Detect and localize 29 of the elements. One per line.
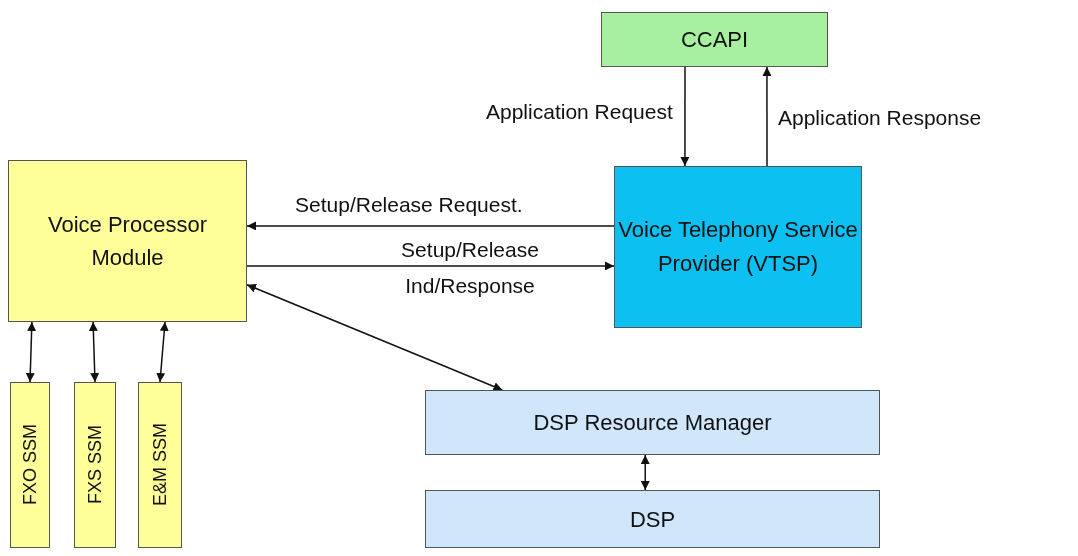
module-box [138, 382, 182, 548]
edge-label: Application Request [486, 100, 673, 124]
process-box [8, 160, 247, 322]
arrow [246, 284, 504, 391]
node-label: FXS SSM [83, 425, 106, 505]
node-label: FXO SSM [18, 424, 41, 506]
node-label: Voice Telephony Service Provider (VTSP) [617, 215, 859, 278]
arrow [762, 66, 772, 167]
arrow [25, 321, 37, 383]
edge-label: Application Response [778, 106, 982, 130]
arrow [88, 321, 100, 383]
module-box [10, 382, 50, 548]
arrow [246, 221, 615, 231]
arrow [246, 261, 615, 271]
process-box [425, 390, 880, 455]
node-label: CCAPI [680, 26, 749, 54]
process-box [425, 490, 880, 548]
edge-label: Setup/Release Ind/Response [400, 237, 540, 299]
process-box [601, 12, 828, 67]
process-box [614, 166, 862, 328]
node-label: DSP Resource Manager [533, 409, 772, 437]
node-label: DSP [629, 505, 676, 534]
arrow [156, 321, 169, 383]
module-box [74, 382, 116, 548]
arrow [680, 66, 690, 167]
node-label: Voice Processor Module [47, 211, 208, 272]
arrow [640, 454, 650, 491]
edge-label: Setup/Release Request. [295, 193, 523, 217]
node-label: E&M SSM [148, 423, 171, 507]
